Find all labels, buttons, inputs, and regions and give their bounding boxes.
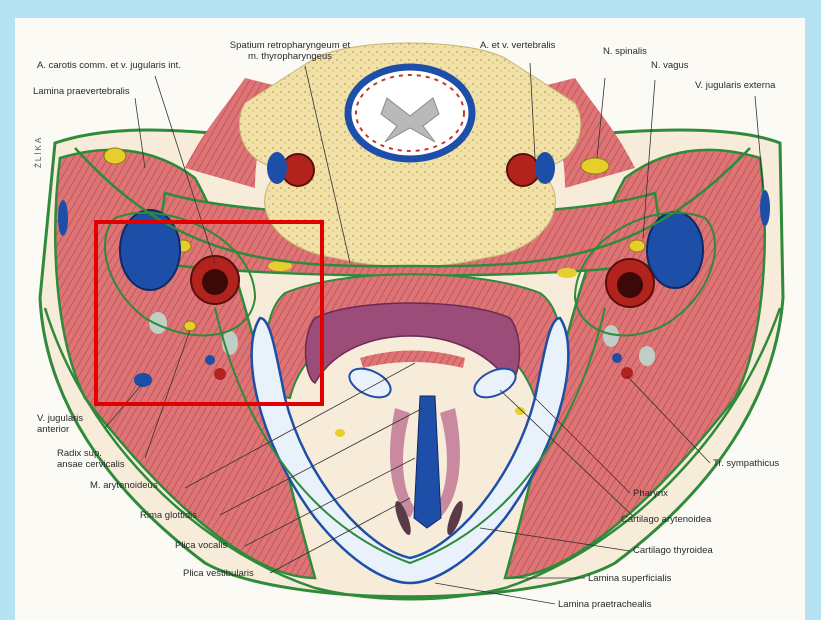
nerve-small-3 <box>335 429 345 437</box>
nerve-small-4 <box>515 407 525 415</box>
label-v-jugularis-anterior: V. jugularis anterior <box>37 413 83 435</box>
neck-cross-section-illustration <box>15 18 805 620</box>
label-cartilago-thyroidea: Cartilago thyroidea <box>633 545 713 556</box>
label-lamina-praevertebralis: Lamina praevertebralis <box>33 86 130 97</box>
right-vertebral-artery <box>507 154 539 186</box>
gray-node-right <box>603 325 619 347</box>
label-cartilago-arytenoidea: Cartilago arytenoidea <box>621 514 711 525</box>
nerve-small-2 <box>557 268 577 278</box>
label-spatium-retropharyngeum: Spatium retropharyngeum et m. thyrophary… <box>205 40 375 62</box>
label-a-carotis: A. carotis comm. et v. jugularis int. <box>37 60 181 71</box>
vessel-left-small-vein <box>205 355 215 365</box>
right-external-jugular-vein <box>760 190 770 226</box>
nerve-left-1 <box>104 148 126 164</box>
label-n-vagus: N. vagus <box>651 60 689 71</box>
label-rima-glottidis: Rima glottidis <box>140 510 197 521</box>
label-tr-sympathicus: Tr. sympathicus <box>713 458 779 469</box>
vessel-right-small-vein <box>612 353 622 363</box>
label-v-jugularis-externa: V. jugularis externa <box>695 80 775 91</box>
vessel-left-small-artery <box>214 368 226 380</box>
gray-node-left <box>149 312 167 334</box>
right-carotid-lumen <box>617 272 643 298</box>
nerve-spinalis-right <box>581 158 609 174</box>
spinal-canal-dura <box>348 67 472 159</box>
left-vertebral-vein <box>267 152 287 184</box>
label-radix-sup: Radix sup. ansae cervicalis <box>57 448 125 470</box>
label-plica-vocalis: Plica vocalis <box>175 540 227 551</box>
vessel-right-small-artery <box>621 367 633 379</box>
right-vertebral-vein <box>535 152 555 184</box>
nerve-radix <box>184 321 196 331</box>
label-pharynx: Pharynx <box>633 488 668 499</box>
nerve-vagus-right <box>629 240 645 252</box>
label-n-spinalis: N. spinalis <box>603 46 647 57</box>
label-side-text: ŽLİKA <box>33 136 44 168</box>
gray-node-right-2 <box>639 346 655 366</box>
figure-canvas: Spatium retropharyngeum et m. thyrophary… <box>15 18 805 620</box>
label-m-arytenoideus: M. arytenoideus <box>90 480 158 491</box>
left-anterior-jugular-vein <box>134 373 152 387</box>
label-plica-vestibularis: Plica vestibularis <box>183 568 254 579</box>
label-lamina-praetrachealis: Lamina praetrachealis <box>558 599 651 610</box>
label-a-vertebralis: A. et v. vertebralis <box>480 40 555 51</box>
label-lamina-superficialis: Lamina superficialis <box>588 573 671 584</box>
left-external-jugular-vein <box>58 200 68 236</box>
left-carotid-lumen <box>202 269 228 295</box>
